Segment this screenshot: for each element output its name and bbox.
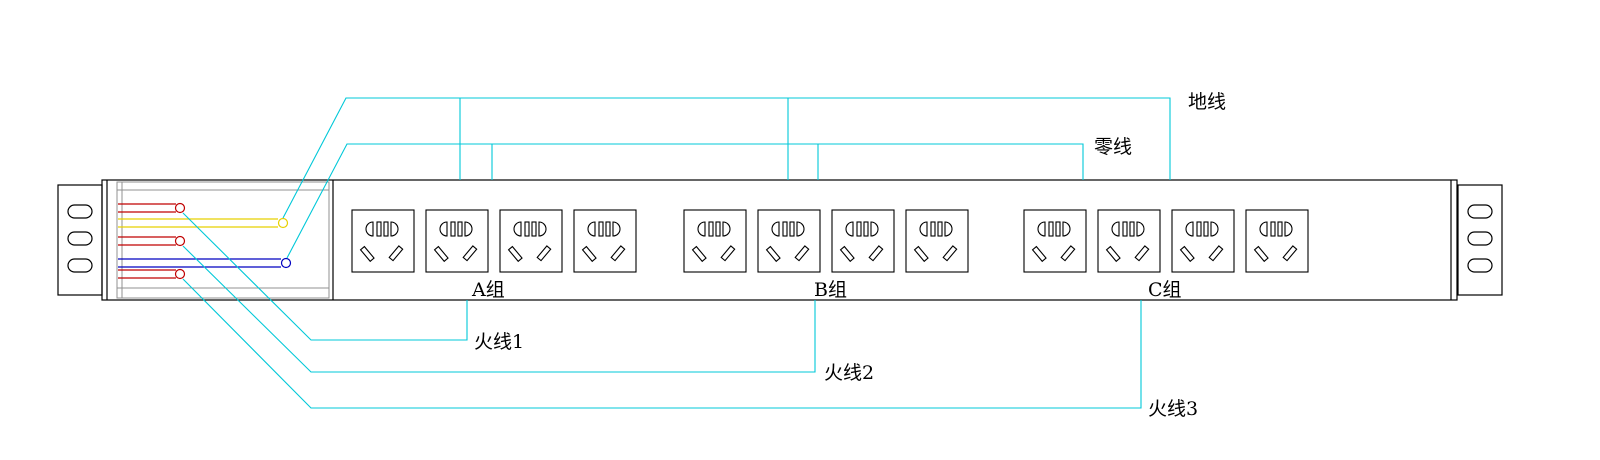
outlet bbox=[1097, 209, 1161, 273]
outlet bbox=[499, 209, 563, 273]
outlet bbox=[1245, 209, 1309, 273]
ground-label: 地线 bbox=[1188, 91, 1227, 113]
outlet-group-b bbox=[683, 209, 969, 273]
ground-wire bbox=[118, 217, 289, 229]
live-wire-3 bbox=[118, 268, 186, 280]
right-mounting-ear bbox=[1457, 184, 1503, 296]
outlet-group-a bbox=[351, 209, 637, 273]
outlet bbox=[905, 209, 969, 273]
routing-wires bbox=[182, 97, 1171, 409]
outlet bbox=[351, 209, 415, 273]
outlet-group-c bbox=[1023, 209, 1309, 273]
ground-bus-line bbox=[282, 97, 1171, 219]
outlet bbox=[425, 209, 489, 273]
outlet-groups bbox=[351, 209, 1309, 273]
outlet bbox=[757, 209, 821, 273]
neutral-wire bbox=[118, 257, 292, 269]
live-3-line bbox=[182, 278, 1142, 409]
outlet bbox=[1023, 209, 1087, 273]
neutral-bus-line bbox=[286, 143, 1084, 259]
live-2-label: 火线2 bbox=[824, 362, 875, 384]
left-mounting-ear bbox=[57, 184, 103, 296]
outlet bbox=[1171, 209, 1235, 273]
outlet bbox=[573, 209, 637, 273]
pdu-body bbox=[101, 179, 1458, 301]
live-2-line bbox=[182, 245, 816, 373]
group-a-label: A组 bbox=[472, 279, 505, 301]
outlet bbox=[831, 209, 895, 273]
live-wire-2 bbox=[118, 235, 186, 247]
live-3-label: 火线3 bbox=[1148, 398, 1199, 420]
live-1-label: 火线1 bbox=[474, 331, 525, 353]
outlet bbox=[683, 209, 747, 273]
wiring-compartment bbox=[116, 180, 334, 300]
group-c-label: C组 bbox=[1148, 279, 1182, 301]
live-wire-1 bbox=[118, 202, 186, 214]
group-b-label: B组 bbox=[814, 279, 847, 301]
live-1-line bbox=[182, 212, 468, 341]
neutral-label: 零线 bbox=[1094, 136, 1133, 158]
